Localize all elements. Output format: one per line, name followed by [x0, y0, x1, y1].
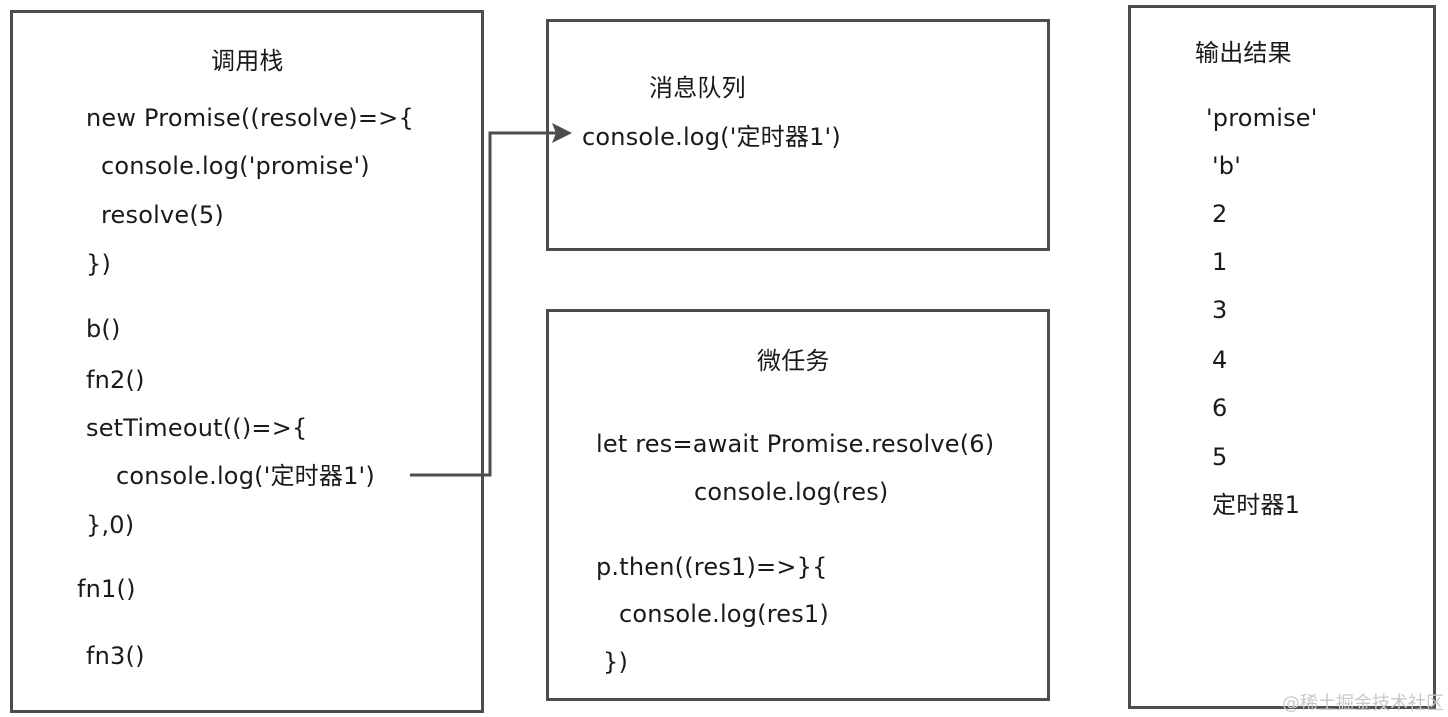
- output-line: 'promise': [1206, 104, 1318, 132]
- output-line: 2: [1212, 200, 1228, 228]
- output-line: 1: [1212, 248, 1228, 276]
- output-line: 5: [1212, 443, 1228, 471]
- message-queue-title: 消息队列: [649, 74, 746, 102]
- call-stack-line: new Promise((resolve)=>{: [86, 104, 414, 132]
- call-stack-line-timer-callback: console.log('定时器1'): [116, 462, 375, 490]
- microtask-box: 微任务 let res=await Promise.resolve(6) con…: [546, 309, 1050, 701]
- output-line: 定时器1: [1212, 491, 1301, 519]
- microtask-line: console.log(res): [694, 478, 889, 506]
- call-stack-line: console.log('promise'): [101, 152, 370, 180]
- call-stack-title: 调用栈: [211, 47, 284, 75]
- output-box: 输出结果 'promise' 'b' 2 1 3 4 6 5 定时器1: [1128, 5, 1436, 709]
- microtask-title: 微任务: [757, 347, 830, 375]
- microtask-line: }): [603, 648, 629, 676]
- call-stack-line: setTimeout(()=>{: [86, 414, 308, 442]
- microtask-line: p.then((res1)=>}{: [596, 553, 828, 581]
- microtask-line: let res=await Promise.resolve(6): [596, 430, 995, 458]
- watermark: @稀土掘金技术社区: [1282, 693, 1444, 714]
- call-stack-line: fn3(): [86, 642, 145, 670]
- call-stack-line: },0): [86, 511, 135, 539]
- message-queue-box: 消息队列 console.log('定时器1'): [546, 19, 1050, 251]
- call-stack-line: fn2(): [86, 366, 145, 394]
- call-stack-box: 调用栈 new Promise((resolve)=>{ console.log…: [10, 10, 484, 713]
- call-stack-line: }): [86, 250, 112, 278]
- output-line: 3: [1212, 296, 1228, 324]
- output-line: 4: [1212, 346, 1228, 374]
- call-stack-line: resolve(5): [101, 201, 224, 229]
- output-line: 6: [1212, 394, 1228, 422]
- call-stack-line: b(): [86, 315, 121, 343]
- microtask-line: console.log(res1): [619, 600, 829, 628]
- message-queue-line: console.log('定时器1'): [582, 123, 841, 151]
- output-line: 'b': [1212, 152, 1242, 180]
- output-title: 输出结果: [1195, 39, 1292, 67]
- call-stack-line: fn1(): [77, 575, 136, 603]
